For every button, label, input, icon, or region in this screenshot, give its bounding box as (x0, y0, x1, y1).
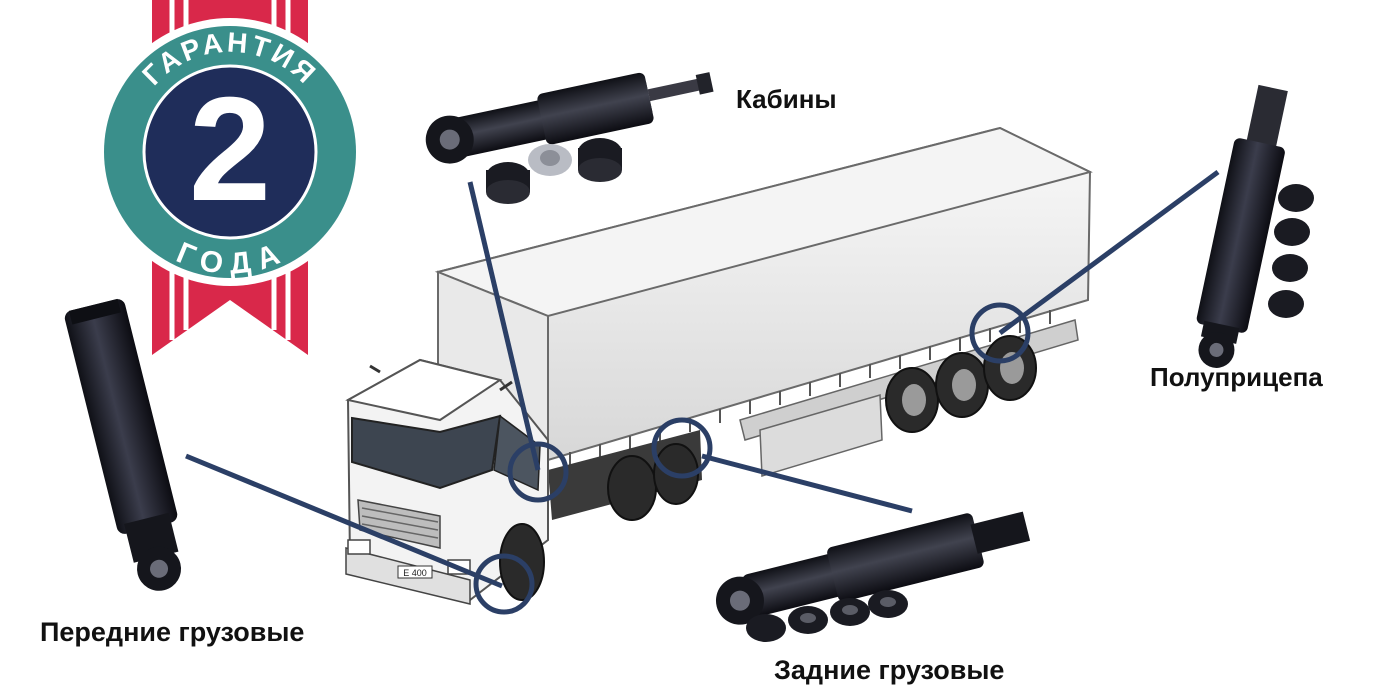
warranty-badge: ГАРАНТИЯ ГОДА 2 (96, 0, 364, 355)
semitrailer-shock-absorber-icon (1196, 84, 1314, 368)
cab-shock-absorber-icon (425, 72, 714, 204)
rear-label: Задние грузовые (774, 655, 1005, 685)
cab-callout-line (467, 181, 541, 471)
rear-shock-absorber-icon (715, 511, 1031, 642)
semitrailer-bushings-icon (1268, 184, 1314, 318)
semitrailer-label: Полуприцепа (1150, 362, 1323, 392)
cab-label: Кабины (736, 84, 837, 114)
semitrailer-callout-circle (969, 302, 1031, 364)
front-callout-circle (473, 553, 535, 615)
truck-license-plate: E 400 (403, 568, 427, 578)
callout-lines (185, 169, 1220, 615)
front-callout-line (185, 453, 503, 589)
front-shock-absorber-icon (64, 298, 182, 591)
cab-callout-circle (507, 441, 569, 503)
front-label: Передние грузовые (40, 617, 305, 647)
cab-bushings-icon (486, 138, 622, 204)
badge-center (144, 66, 316, 238)
rear-callout-circle (651, 417, 713, 479)
semitrailer-callout-line (998, 169, 1220, 336)
rear-callout-line (701, 453, 913, 514)
rear-bushings-icon (746, 590, 908, 642)
badge-number: 2 (189, 67, 271, 232)
